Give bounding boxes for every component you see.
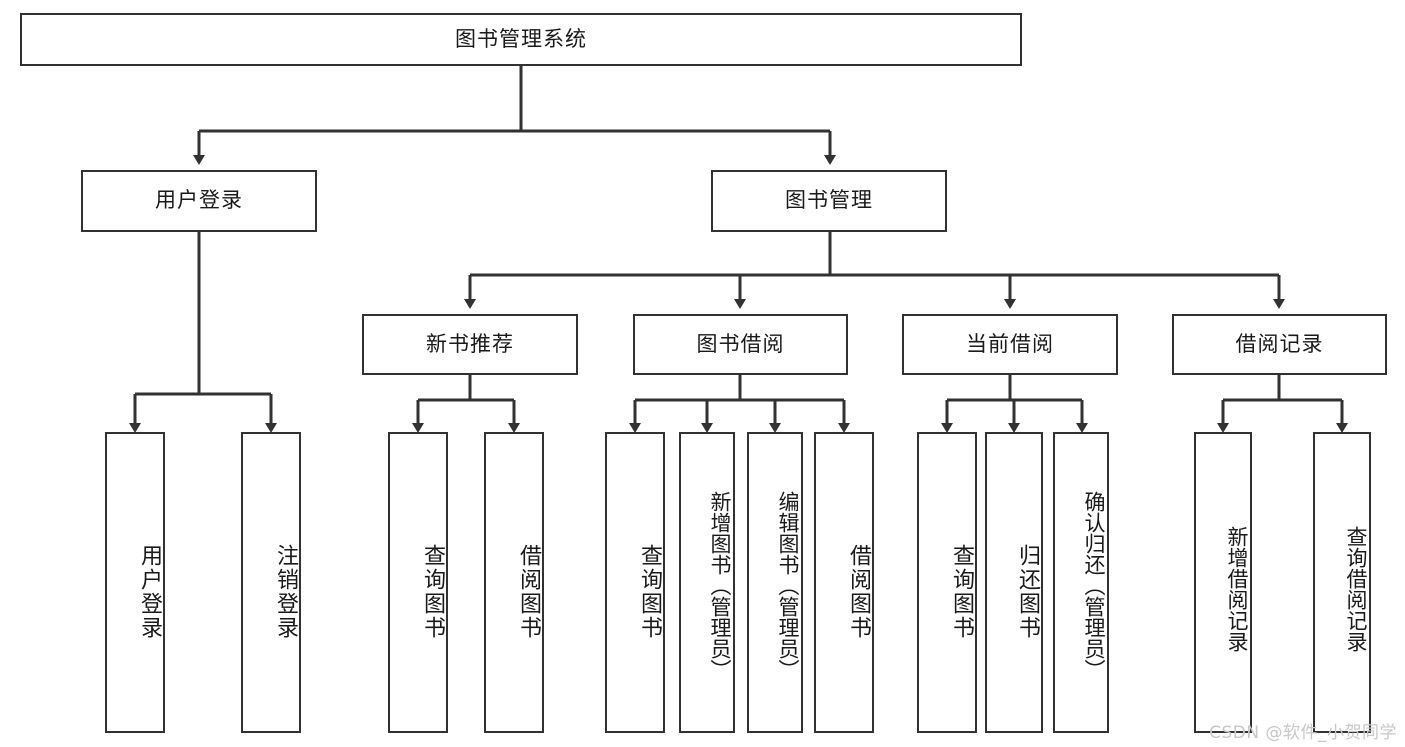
node-book-management[interactable]: 图书管理 [711,170,947,232]
node-new-book-recommend[interactable]: 新书推荐 [362,314,578,375]
leaf-query-book-recommend[interactable]: 查询图书 [388,432,448,733]
leaf-query-book-current-label: 查询图书 [949,543,974,640]
leaf-return-book-label: 归还图书 [1015,543,1040,640]
leaf-query-book-recommend-label: 查询图书 [420,543,445,640]
leaf-query-borrow-record[interactable]: 查询借阅记录 [1313,432,1371,733]
watermark-text: CSDN @软件_小贺同学 [1209,723,1397,743]
leaf-query-book-borrow[interactable]: 查询图书 [605,432,665,733]
leaf-user-login[interactable]: 用户登录 [105,432,165,733]
leaf-query-borrow-record-label: 查询借阅记录 [1344,525,1368,652]
leaf-borrow-book-recommend[interactable]: 借阅图书 [484,432,544,733]
node-new-book-recommend-label: 新书推荐 [426,331,514,356]
node-current-borrow[interactable]: 当前借阅 [902,314,1118,375]
node-book-management-label: 图书管理 [785,188,873,213]
leaf-add-book-admin[interactable]: 新增图书（管理员） [679,432,735,733]
node-current-borrow-label: 当前借阅 [966,331,1054,356]
leaf-return-book[interactable]: 归还图书 [985,432,1043,733]
leaf-borrow-book-recommend-label: 借阅图书 [516,543,541,640]
node-user-login[interactable]: 用户登录 [81,170,317,232]
node-borrow-record[interactable]: 借阅记录 [1172,314,1387,375]
leaf-user-login-label: 用户登录 [137,543,162,640]
leaf-query-book-borrow-label: 查询图书 [637,543,662,640]
node-book-borrow-label: 图书借阅 [696,331,785,356]
leaf-borrow-book-borrow[interactable]: 借阅图书 [814,432,874,733]
leaf-edit-book-admin[interactable]: 编辑图书（管理员） [747,432,803,733]
leaf-add-borrow-record[interactable]: 新增借阅记录 [1194,432,1252,733]
leaf-borrow-book-borrow-label: 借阅图书 [846,543,871,640]
node-borrow-record-label: 借阅记录 [1235,331,1324,356]
leaf-query-book-current[interactable]: 查询图书 [917,432,977,733]
leaf-add-borrow-record-label: 新增借阅记录 [1225,525,1249,652]
node-root-label: 图书管理系统 [455,26,587,51]
leaf-confirm-return-admin-label: 确认归还（管理员） [1082,491,1106,680]
node-user-login-label: 用户登录 [155,188,243,213]
leaf-logout[interactable]: 注销登录 [241,432,301,733]
leaf-edit-book-admin-label: 编辑图书（管理员） [776,491,800,680]
node-root[interactable]: 图书管理系统 [20,13,1022,66]
leaf-logout-label: 注销登录 [273,543,298,640]
leaf-confirm-return-admin[interactable]: 确认归还（管理员） [1053,432,1109,733]
node-book-borrow[interactable]: 图书借阅 [633,314,848,375]
leaf-add-book-admin-label: 新增图书（管理员） [708,491,732,680]
